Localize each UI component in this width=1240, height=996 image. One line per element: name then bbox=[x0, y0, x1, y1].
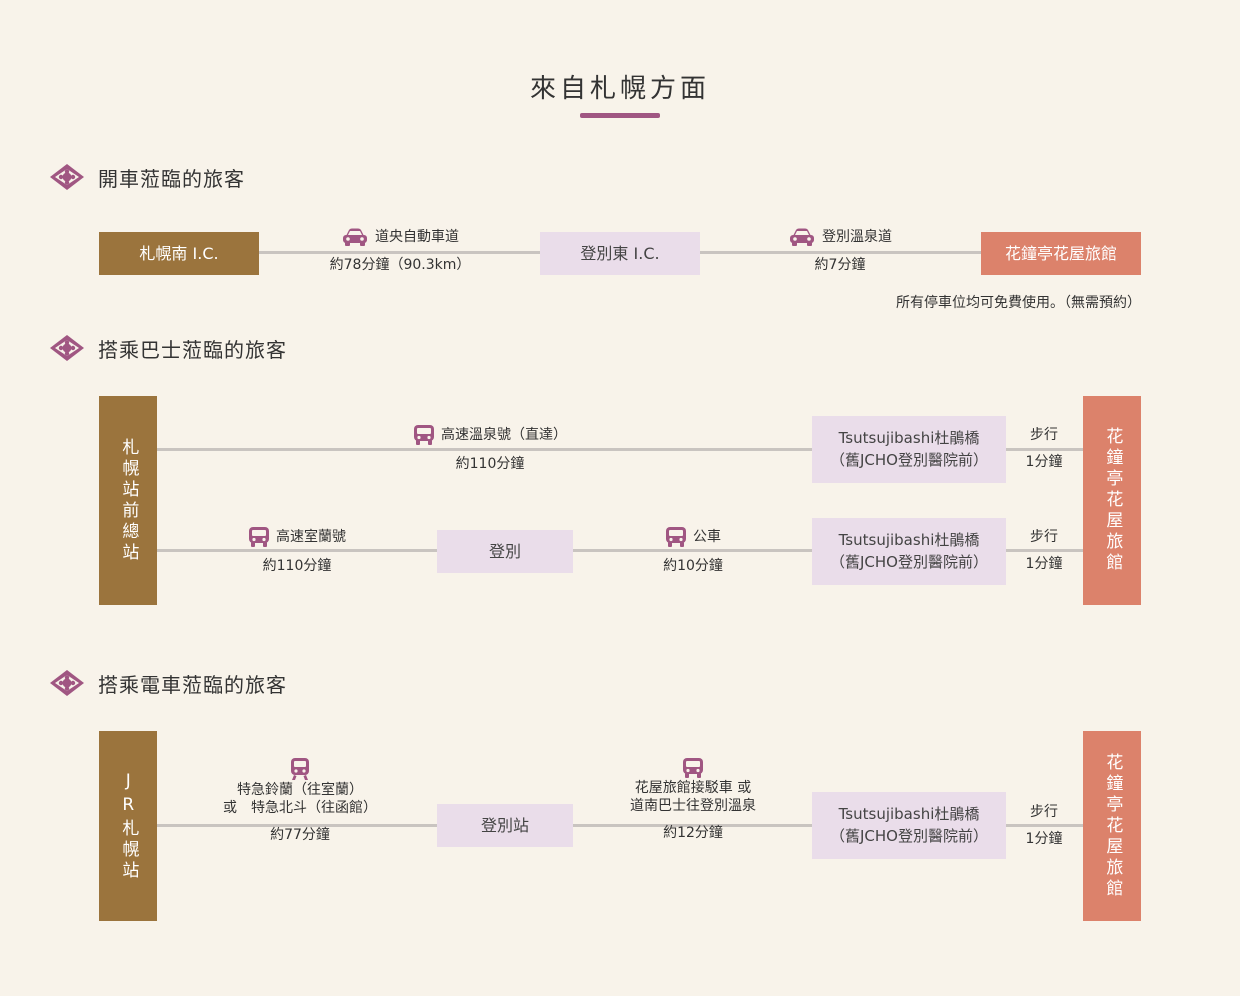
stop-box-noboribetsu: 登別 bbox=[437, 530, 573, 573]
route-name: 或 特急北斗（往函館） bbox=[223, 800, 377, 816]
route-line bbox=[1005, 824, 1083, 827]
route-label-walk: 步行 1分鐘 bbox=[1005, 426, 1083, 471]
route-time: 1分鐘 bbox=[1025, 556, 1063, 572]
title-underline bbox=[580, 113, 660, 118]
section-header-car: 開車蒞臨的旅客 bbox=[48, 161, 245, 193]
destination-box-label: 花鐘亭花屋旅館 bbox=[1102, 427, 1123, 574]
stop-box-tsutsujibashi: Tsutsujibashi杜鵑橋 （舊JCHO登別醫院前） bbox=[812, 518, 1006, 585]
page-title: 來自札幌方面 bbox=[529, 74, 710, 104]
stop-box-label: 登別站 bbox=[480, 815, 529, 835]
section-label-bus: 搭乘巴士蒞臨的旅客 bbox=[98, 337, 287, 362]
start-box-sapporo-terminal: 札幌站前總站 bbox=[99, 396, 157, 605]
destination-box-label: 花鐘亭花屋旅館 bbox=[1102, 752, 1123, 900]
flower-crest-icon bbox=[48, 333, 86, 363]
route-time: 約12分鐘 bbox=[663, 825, 723, 841]
route-name: 道央自動車道 bbox=[375, 229, 459, 245]
stop-box-label: 登別東 I.C. bbox=[580, 243, 660, 263]
route-time: 1分鐘 bbox=[1025, 454, 1063, 470]
car-icon bbox=[788, 227, 816, 247]
destination-box-label: 花鐘亭花屋旅館 bbox=[1004, 243, 1117, 263]
route-name: 高速室蘭號 bbox=[276, 529, 346, 545]
route-label-onsen-express: 高速溫泉號（直達） 約110分鐘 bbox=[370, 424, 610, 473]
start-box-label: 札幌站前總站 bbox=[118, 437, 139, 564]
route-name: 步行 bbox=[1030, 427, 1058, 443]
route-label-walk: 步行 1分鐘 bbox=[1005, 803, 1083, 848]
flower-crest-icon bbox=[48, 668, 86, 698]
stop-box-label: 登別 bbox=[488, 541, 521, 561]
route-line bbox=[157, 824, 437, 827]
section-header-train: 搭乘電車蒞臨的旅客 bbox=[48, 667, 287, 699]
route-label-shuttle: 花屋旅館接駁車 或 道南巴士往登別溫泉 約12分鐘 bbox=[592, 757, 794, 842]
route-name: 公車 bbox=[693, 529, 721, 545]
section-label-train: 搭乘電車蒞臨的旅客 bbox=[98, 672, 287, 697]
route-label-walk: 步行 1分鐘 bbox=[1005, 528, 1083, 573]
route-line bbox=[572, 549, 813, 552]
section-header-bus: 搭乘巴士蒞臨的旅客 bbox=[48, 332, 287, 364]
stop-subtitle: （舊JCHO登別醫院前） bbox=[830, 552, 988, 571]
route-time: 約7分鐘 bbox=[814, 257, 866, 273]
route-time: 約110分鐘 bbox=[262, 558, 332, 574]
stop-box-tsutsujibashi: Tsutsujibashi杜鵑橋 （舊JCHO登別醫院前） bbox=[812, 416, 1006, 483]
route-name: 步行 bbox=[1030, 804, 1058, 820]
car-icon bbox=[341, 227, 369, 247]
route-time: 約78分鐘（90.3km） bbox=[329, 257, 471, 273]
route-name: 特急鈴蘭（往室蘭） bbox=[237, 782, 363, 798]
route-name: 花屋旅館接駁車 或 bbox=[634, 780, 752, 796]
route-line bbox=[1005, 549, 1083, 552]
stop-subtitle: （舊JCHO登別醫院前） bbox=[830, 450, 988, 469]
destination-box-hotel: 花鐘亭花屋旅館 bbox=[1083, 396, 1141, 605]
route-name: 步行 bbox=[1030, 529, 1058, 545]
start-box-jr-sapporo: JR札幌站 bbox=[99, 731, 157, 921]
route-name: 高速溫泉號（直達） bbox=[441, 427, 567, 443]
stop-name: Tsutsujibashi杜鵑橋 bbox=[838, 804, 980, 823]
train-icon bbox=[290, 757, 310, 781]
route-label-onsen-road: 登別溫泉道 約7分鐘 bbox=[740, 227, 940, 274]
stop-box-noboribetsu-higashi-ic: 登別東 I.C. bbox=[540, 232, 700, 275]
route-name: 登別溫泉道 bbox=[822, 229, 892, 245]
route-time: 約10分鐘 bbox=[663, 558, 723, 574]
parking-note: 所有停車位均可免費使用。（無需預約） bbox=[896, 295, 1141, 311]
destination-box-hotel: 花鐘亭花屋旅館 bbox=[981, 232, 1141, 275]
start-box-label: 札幌南 I.C. bbox=[139, 243, 219, 263]
stop-name: Tsutsujibashi杜鵑橋 bbox=[838, 428, 980, 447]
route-line bbox=[572, 824, 813, 827]
bus-icon bbox=[665, 526, 687, 548]
route-line bbox=[1005, 448, 1083, 451]
flower-crest-icon bbox=[48, 162, 86, 192]
route-time: 約110分鐘 bbox=[455, 456, 525, 472]
route-label-limited-express: 特急鈴蘭（往室蘭） 或 特急北斗（往函館） 約77分鐘 bbox=[190, 757, 410, 844]
stop-box-tsutsujibashi: Tsutsujibashi杜鵑橋 （舊JCHO登別醫院前） bbox=[812, 792, 1006, 859]
start-box-sapporo-minami-ic: 札幌南 I.C. bbox=[99, 232, 259, 275]
stop-box-noboribetsu-station: 登別站 bbox=[437, 804, 573, 847]
section-label-car: 開車蒞臨的旅客 bbox=[98, 166, 245, 191]
route-label-local-bus: 公車 約10分鐘 bbox=[613, 526, 773, 575]
bus-icon bbox=[682, 757, 704, 779]
route-line bbox=[700, 251, 982, 254]
route-time: 1分鐘 bbox=[1025, 831, 1063, 847]
bus-icon bbox=[248, 526, 270, 548]
route-line bbox=[258, 251, 540, 254]
start-box-label: JR札幌站 bbox=[118, 770, 139, 882]
route-label-expressway: 道央自動車道 約78分鐘（90.3km） bbox=[300, 227, 500, 274]
stop-subtitle: （舊JCHO登別醫院前） bbox=[830, 826, 988, 845]
destination-box-hotel: 花鐘亭花屋旅館 bbox=[1083, 731, 1141, 921]
route-time: 約77分鐘 bbox=[270, 827, 330, 843]
route-label-muroran-express: 高速室蘭號 約110分鐘 bbox=[197, 526, 397, 575]
stop-name: Tsutsujibashi杜鵑橋 bbox=[838, 530, 980, 549]
route-line bbox=[157, 448, 813, 451]
route-name: 道南巴士往登別溫泉 bbox=[630, 798, 756, 814]
route-line bbox=[157, 549, 437, 552]
bus-icon bbox=[413, 424, 435, 446]
